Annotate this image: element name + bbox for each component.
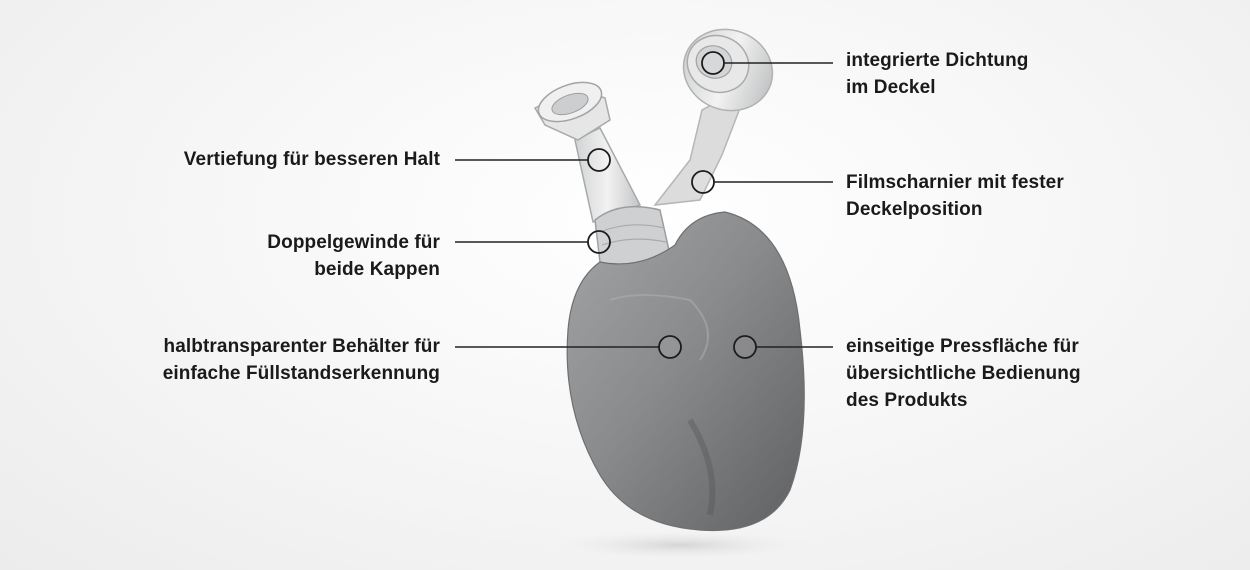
hinge-label-line-2: Deckelposition (846, 199, 983, 220)
hinge-label: Filmscharnier mit fester Deckelposition (846, 169, 1064, 223)
press-area-callout-marker (733, 335, 757, 359)
press-area-label-line-1: einseitige Pressfläche für (846, 336, 1079, 357)
hinge-label-line-1: Filmscharnier mit fester (846, 172, 1064, 193)
seal-label: integrierte Dichtung im Deckel (846, 47, 1029, 101)
press-area-label: einseitige Pressfläche für übersichtlich… (846, 333, 1081, 414)
thread-label-line-2: beide Kappen (314, 259, 440, 280)
press-area-label-line-3: des Produkts (846, 390, 968, 411)
container-label-line-1: halbtransparenter Behälter für (163, 336, 440, 357)
hinge-callout-marker (691, 170, 715, 194)
grip-label-line-1: Vertiefung für besseren Halt (183, 149, 440, 170)
lid-with-hinge (653, 28, 774, 206)
container-label: halbtransparenter Behälter für einfache … (163, 333, 440, 387)
bottle-body (566, 211, 805, 532)
grip-label: Vertiefung für besseren Halt (184, 146, 440, 173)
grip-callout-marker (587, 148, 611, 172)
seal-label-line-1: integrierte Dichtung (846, 50, 1029, 71)
seal-callout-marker (701, 51, 725, 75)
thread-label-line-1: Doppelgewinde für (267, 232, 440, 253)
press-area-label-line-2: übersichtliche Bedienung (846, 363, 1081, 384)
thread-label: Doppelgewinde für beide Kappen (267, 229, 440, 283)
floor-shadow (560, 531, 800, 559)
thread-callout-marker (587, 230, 611, 254)
container-callout-marker (658, 335, 682, 359)
container-label-line-2: einfache Füllstandserkennung (162, 363, 440, 384)
seal-label-line-2: im Deckel (846, 77, 936, 98)
